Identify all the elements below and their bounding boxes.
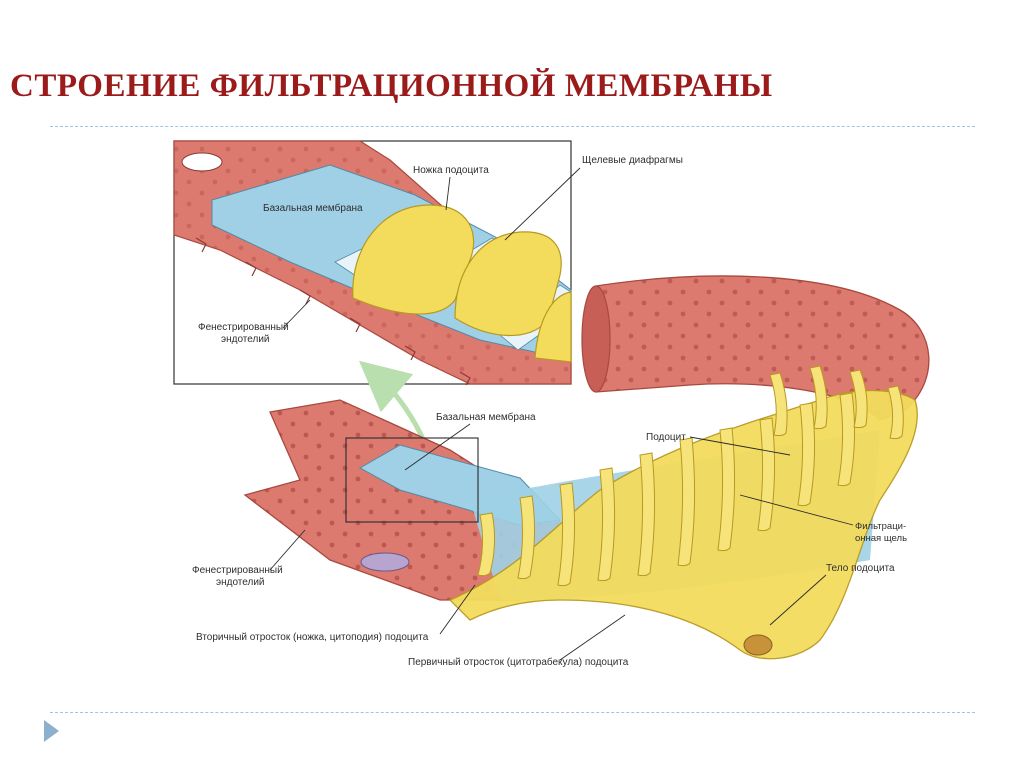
label-basement-membrane: Базальная мембрана [436,411,536,423]
bottom-divider [50,712,975,713]
label-fenestrated-endothelium-1: Фенестрированный [192,565,283,576]
magnify-arrow [358,360,428,445]
label-podocyte-body: Тело подоцита [826,563,895,574]
label-fenestrated-endothelium-2: эндотелий [216,577,265,588]
slide-title: СТРОЕНИЕ ФИЛЬТРАЦИОННОЙ МЕМБРАНЫ [10,68,773,104]
inset-label-basement-membrane: Базальная мембрана [263,202,363,214]
slide-bullet-icon [44,720,59,742]
inset-magnified-view: Ножка подоцита Щелевые диафрагмы Базальн… [173,140,683,386]
label-filtration-slit-1: Фильтраци- [855,521,906,532]
label-podocyte: Подоцит [646,432,686,443]
inset-label-slit-diaphragms: Щелевые диафрагмы [582,154,683,166]
inset-label-fenestrated-endothelium-2: эндотелий [221,334,270,345]
label-secondary-process: Вторичный отросток (ножка, цитоподия) по… [196,632,429,643]
inset-label-fenestrated-endothelium-1: Фенестрированный [198,322,289,333]
top-divider [50,126,975,127]
main-capillary-drawing [243,275,930,660]
label-filtration-slit-2: онная щель [855,533,907,544]
inset-label-podocyte-foot: Ножка подоцита [413,165,489,176]
label-primary-process: Первичный отросток (цитотрабекула) подоц… [408,656,629,668]
